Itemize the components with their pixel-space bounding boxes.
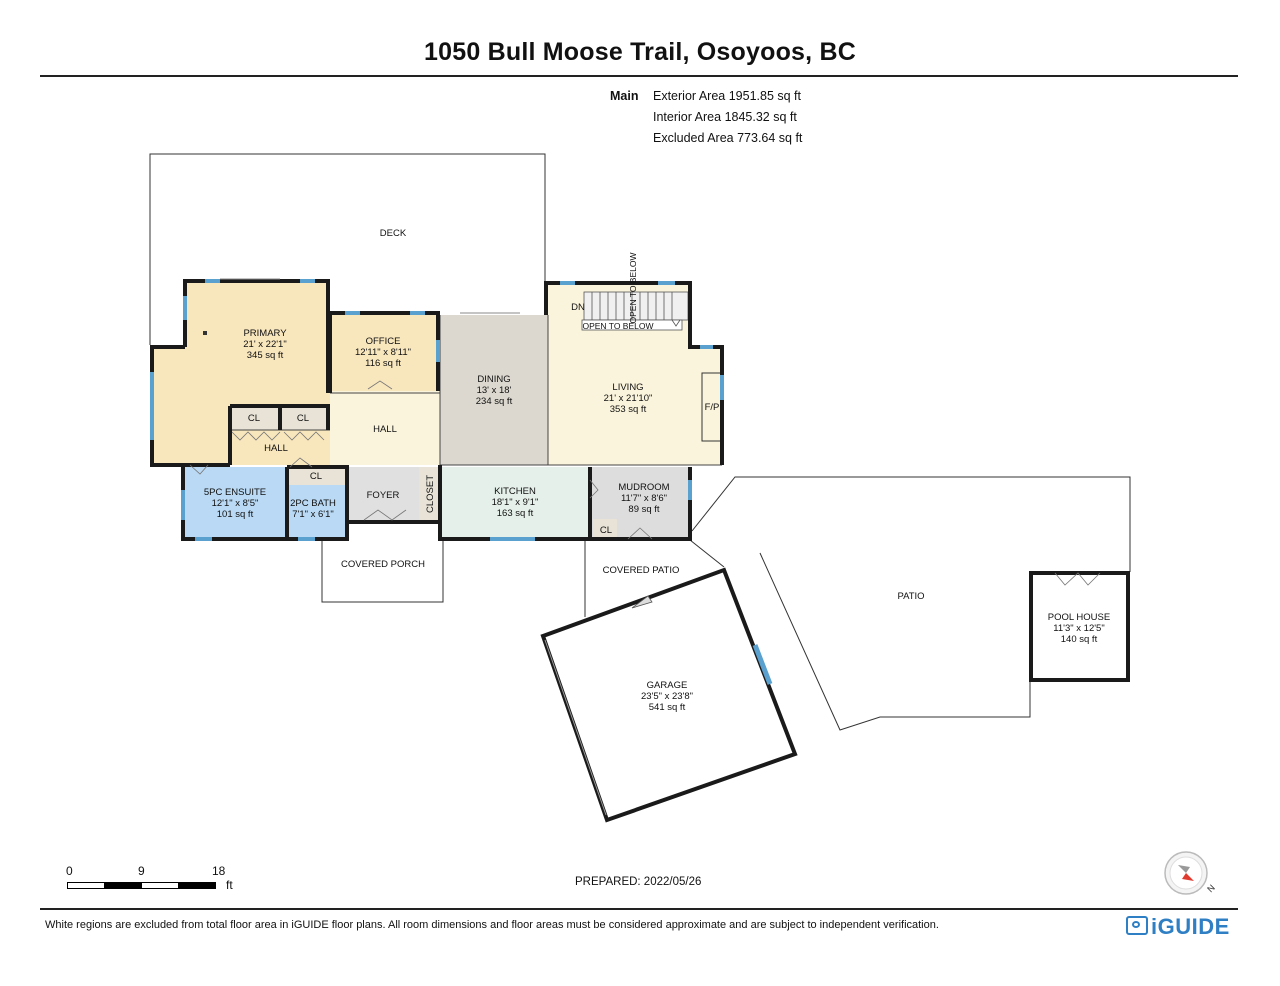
interior-area: Interior Area 1845.32 sq ft [653,110,797,124]
label-fireplace: F/P [705,402,720,413]
dims-garage: 23'5" x 23'8" [641,691,693,702]
covered-porch-outline [321,540,444,603]
area-primary: 345 sq ft [247,350,284,361]
scale-mark-18: 18 [212,864,226,878]
label-covered-porch: COVERED PORCH [341,559,425,570]
exterior-area: Exterior Area 1951.85 sq ft [653,89,802,103]
scale-seg-4 [178,882,216,889]
scale-mark-9: 9 [138,864,145,878]
label-living: LIVING [612,382,643,393]
label-closet: CLOSET [425,475,436,513]
compass-icon: N [1164,851,1216,895]
label-patio: PATIO [897,591,924,602]
label-mudroom: MUDROOM [618,482,669,493]
area-mudroom: 89 sq ft [628,504,660,515]
label-pool-house: POOL HOUSE [1048,612,1110,623]
dims-kitchen: 18'1" x 9'1" [492,497,539,508]
area-dining: 234 sq ft [476,396,513,407]
room-kitchen[interactable] [440,467,590,539]
dims-mudroom: 11'7" x 8'6" [621,493,667,504]
label-cl-1: CL [248,413,260,424]
patio-outline [691,476,1131,572]
area-values: Exterior Area 1951.85 sq ft Interior Are… [653,86,802,149]
dims-living: 21' x 21'10" [604,393,653,404]
dims-pool-house: 11'3" x 12'5" [1053,623,1104,634]
area-pool-house: 140 sq ft [1061,634,1098,645]
room-ensuite[interactable] [183,467,287,539]
room-office[interactable] [330,313,438,391]
page-title: 1050 Bull Moose Trail, Osoyoos, BC [424,38,856,66]
iguide-logo-text: iGUIDE [1151,914,1230,939]
area-office: 116 sq ft [365,358,401,369]
floor-label: Main [610,89,639,103]
wall-ensuite [181,465,287,541]
compass-north-label: N [1205,883,1216,895]
label-covered-patio: COVERED PATIO [603,565,680,576]
dims-primary: 21' x 22'1" [243,339,286,350]
room-dining[interactable] [440,315,548,465]
pool-house[interactable] [1029,571,1130,682]
area-kitchen: 163 sq ft [497,508,534,519]
scale-seg-1 [67,882,105,889]
dims-ensuite: 12'1" x 8'5" [212,498,259,509]
label-deck: DECK [380,228,407,239]
room-cl-3[interactable] [289,467,345,485]
label-open-below-2: OPEN TO BELOW [628,252,638,323]
prepared-date: PREPARED: 2022/05/26 [575,876,702,888]
wall-kitchen-mud [438,467,692,541]
wall-living [544,281,724,465]
iguide-logo-icon [1126,916,1148,935]
label-garage: GARAGE [647,680,688,691]
covered-patio-edge [689,539,725,568]
label-cl-3: CL [310,471,322,482]
room-bath2[interactable] [287,485,347,539]
dims-bath2: 7'1" x 6'1" [292,509,334,520]
area-living: 353 sq ft [610,404,647,415]
area-ensuite: 101 sq ft [217,509,254,520]
bottom-divider [40,908,1238,910]
label-cl-2: CL [297,413,309,424]
label-primary: PRIMARY [243,328,287,339]
label-open-below-1: OPEN TO BELOW [582,321,653,331]
top-divider [40,75,1238,77]
room-cl-4[interactable] [593,519,617,539]
deck-outline [149,153,546,345]
scale-mark-0: 0 [66,864,73,878]
disclaimer: White regions are excluded from total fl… [45,919,939,931]
wall-office-top [330,311,440,391]
label-dining: DINING [477,374,510,385]
label-ensuite: 5PC ENSUITE [204,487,266,498]
patio-lower-outline [759,552,1031,731]
area-garage: 541 sq ft [649,702,686,713]
dims-office: 12'11" x 8'11" [355,347,411,358]
label-office: OFFICE [366,336,401,347]
wall-closets [230,404,330,430]
room-cl-1[interactable] [230,406,278,430]
label-stairs-dn: DN [571,302,585,313]
scale-seg-2 [104,882,142,889]
excluded-area: Excluded Area 773.64 sq ft [653,131,803,145]
dims-dining: 13' x 18' [477,385,512,396]
room-primary[interactable] [152,281,330,465]
label-hall-upper: HALL [373,424,397,435]
label-hall-lower: HALL [264,443,288,454]
room-hall-upper[interactable] [330,391,440,465]
label-bath2: 2PC BATH [290,498,336,509]
garage[interactable] [540,567,798,823]
iguide-logo: iGUIDE [1126,914,1236,944]
label-foyer: FOYER [367,490,400,501]
scale-unit: ft [226,878,233,892]
label-kitchen: KITCHEN [494,486,536,497]
label-cl-4: CL [600,525,612,536]
stairs [581,291,689,331]
room-cl-2[interactable] [280,406,328,430]
scale-seg-3 [141,882,179,889]
room-closet[interactable] [419,467,439,522]
room-foyer[interactable] [347,467,419,522]
scale-bar: 0 9 18 ft [62,864,252,894]
